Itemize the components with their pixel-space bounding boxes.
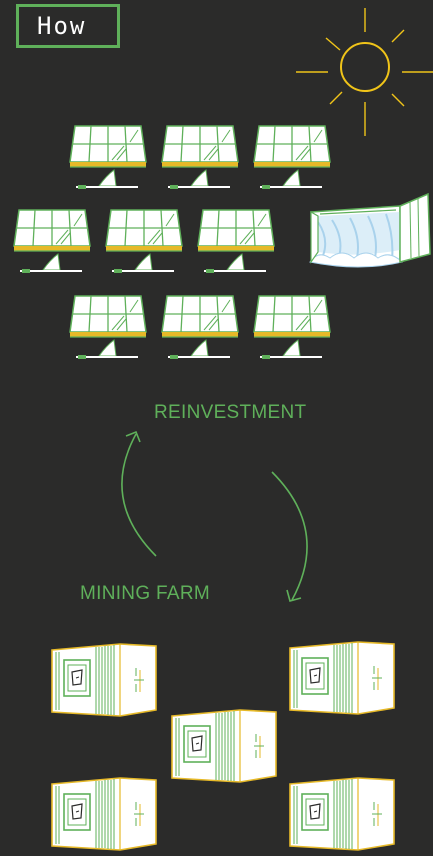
cycle-arrow-icon (121, 430, 308, 602)
solar-panel-icon (253, 295, 331, 360)
container-icon (289, 777, 395, 851)
solar-panel-icon (253, 125, 331, 190)
solar-panel-icon (161, 295, 239, 360)
solar-panel-icon (197, 209, 275, 274)
solar-panel-icon (105, 209, 183, 274)
solar-panel-icon (13, 209, 91, 274)
reinvestment-label: REINVESTMENT (154, 402, 307, 423)
solar-panel-icon (161, 125, 239, 190)
mining-farm-label: MINING FARM (80, 583, 210, 604)
title-label: How (37, 12, 87, 40)
container-icon (51, 643, 157, 717)
solar-panel-icon (69, 295, 147, 360)
mining-containers (51, 641, 395, 851)
container-icon (171, 709, 277, 783)
title-box: How (16, 4, 120, 48)
sun-icon (296, 8, 433, 136)
solar-panel-icon (69, 125, 147, 190)
container-icon (51, 777, 157, 851)
container-icon (289, 641, 395, 715)
hydro-dam-icon (309, 192, 431, 268)
solar-panel-array (13, 125, 331, 360)
